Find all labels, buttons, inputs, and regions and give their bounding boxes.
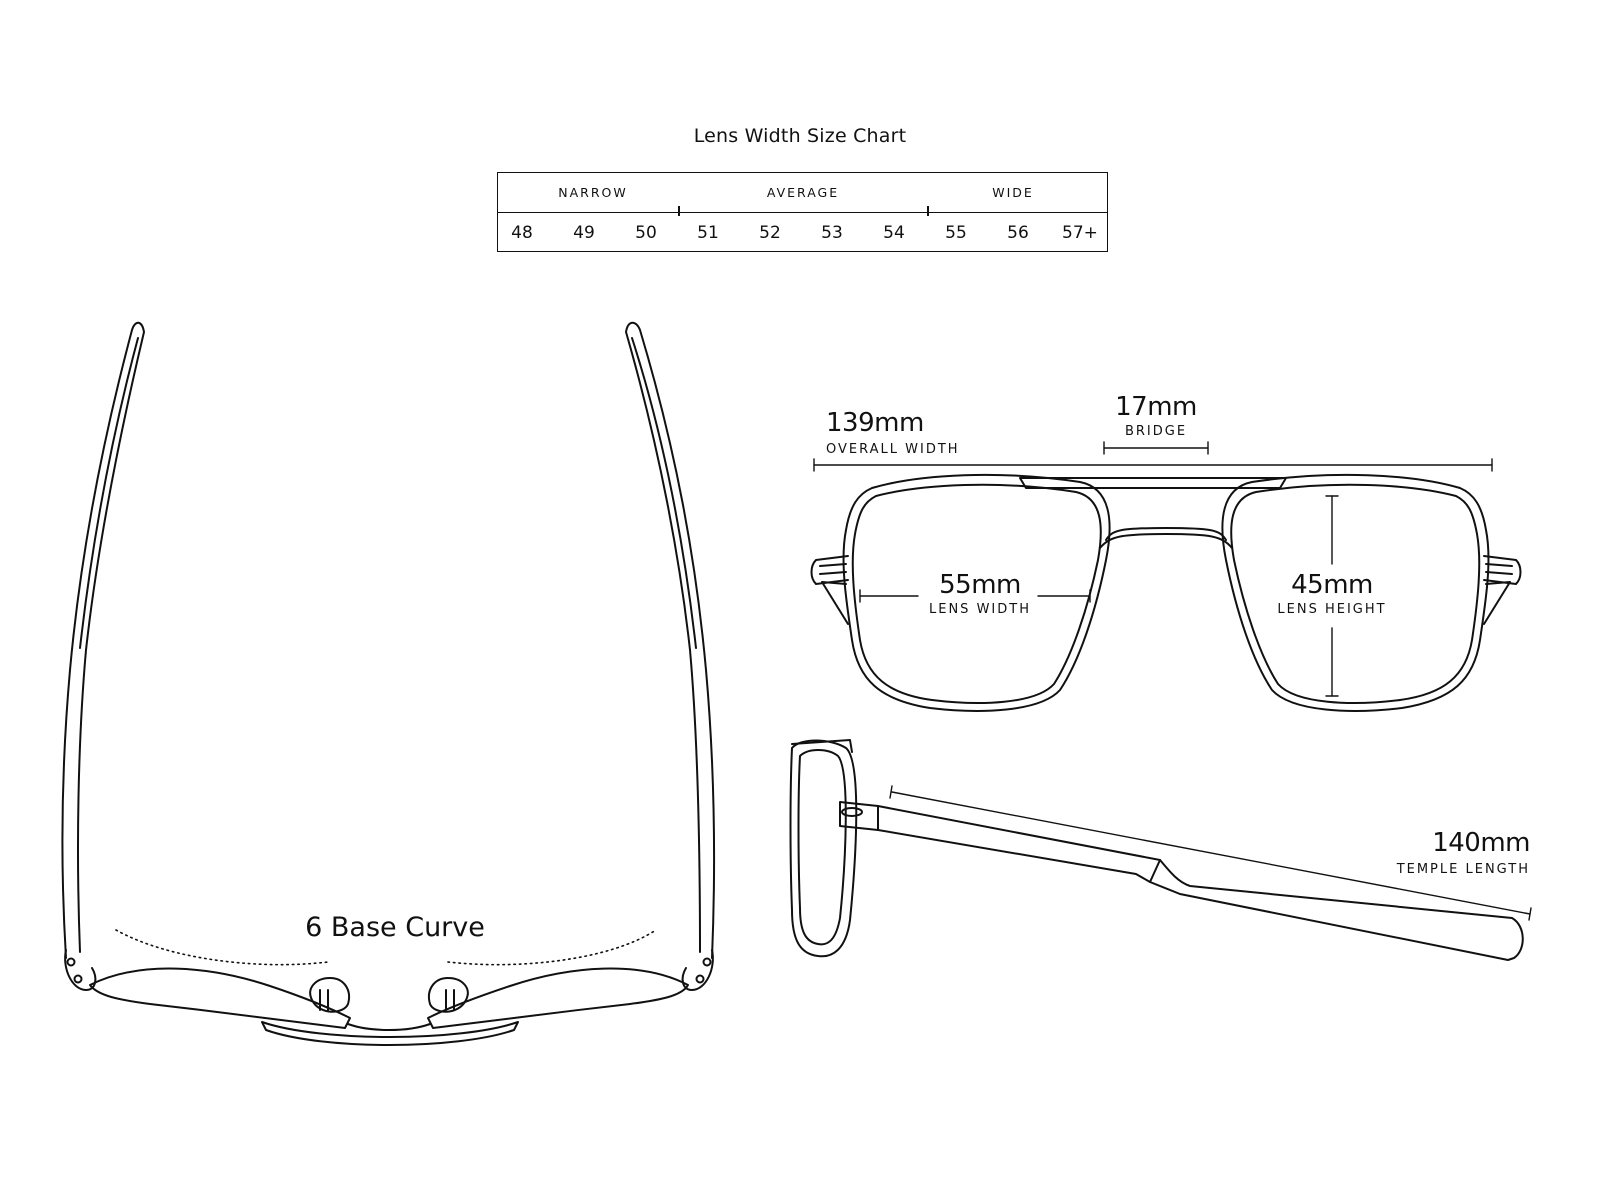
left-nose-pad xyxy=(309,977,350,1013)
category-divider xyxy=(678,206,680,216)
lens-height-value: 45mm xyxy=(1291,570,1373,600)
base-curve-arc-right xyxy=(447,929,657,966)
left-end-piece-lower xyxy=(821,581,849,625)
right-rim-top xyxy=(427,967,689,1029)
category-narrow: NARROW xyxy=(558,185,628,200)
size-chart-table: NARROW AVERAGE WIDE 48 49 50 51 52 53 54… xyxy=(497,172,1108,252)
size-cell: 50 xyxy=(635,223,657,243)
left-hinge-screw xyxy=(73,974,83,984)
bridge-value: 17mm xyxy=(1115,392,1197,422)
temple-length-value: 140mm xyxy=(1432,828,1530,858)
right-hinge-screw xyxy=(702,957,712,967)
side-top-bar xyxy=(791,739,853,753)
right-lens-inner xyxy=(1230,483,1481,704)
bridge-label: BRIDGE xyxy=(1124,424,1188,439)
left-temple-arm xyxy=(61,321,145,959)
base-curve-arc-left xyxy=(115,929,329,966)
right-end-piece-lower xyxy=(1483,581,1511,625)
size-cell: 55 xyxy=(945,223,967,243)
front-bar-top xyxy=(261,1021,519,1046)
temple-length-dim-line xyxy=(891,791,1531,915)
size-cell: 57+ xyxy=(1062,223,1098,243)
left-hinge-screw xyxy=(66,957,76,967)
bridge-inner xyxy=(1099,533,1233,549)
top-view-glasses xyxy=(61,321,715,1046)
right-end-piece xyxy=(1483,555,1522,585)
hinge-rivet xyxy=(841,807,863,817)
size-cell: 49 xyxy=(573,223,595,243)
overall-width-value: 139mm xyxy=(826,408,924,438)
size-chart-header-row: NARROW AVERAGE WIDE xyxy=(498,173,1107,216)
left-temple-inner xyxy=(79,337,139,649)
bridge xyxy=(1105,527,1227,541)
overall-width-label: OVERALL WIDTH xyxy=(826,442,960,457)
lens-width-label: LENS WIDTH xyxy=(929,602,1031,617)
size-cell: 56 xyxy=(1007,223,1029,243)
size-cell: 54 xyxy=(883,223,905,243)
size-cell: 51 xyxy=(697,223,719,243)
category-wide: WIDE xyxy=(992,185,1034,200)
right-temple-arm xyxy=(625,321,715,959)
side-lens-inner xyxy=(797,749,847,946)
side-lens-outer xyxy=(789,739,858,958)
size-cell: 53 xyxy=(821,223,843,243)
bridge-top xyxy=(347,1023,431,1031)
category-divider xyxy=(927,206,929,216)
right-nose-pad xyxy=(428,977,469,1013)
category-average: AVERAGE xyxy=(766,185,840,200)
left-rim-top xyxy=(89,967,351,1029)
temple-length-label: TEMPLE LENGTH xyxy=(1396,862,1530,877)
left-lens-inner xyxy=(851,483,1102,704)
right-hinge-screw xyxy=(695,974,705,984)
right-temple-inner xyxy=(631,337,697,649)
base-curve-label: 6 Base Curve xyxy=(305,912,485,943)
size-chart-title: Lens Width Size Chart xyxy=(693,125,907,147)
lens-height-label: LENS HEIGHT xyxy=(1277,602,1387,617)
left-hinge xyxy=(64,949,97,991)
front-view-glasses xyxy=(810,441,1522,712)
right-hinge xyxy=(681,949,714,991)
lens-width-value: 55mm xyxy=(939,570,1021,600)
side-view-glasses xyxy=(789,739,1532,961)
temple-arm xyxy=(839,801,1524,961)
left-end-piece xyxy=(810,555,849,585)
size-cell: 48 xyxy=(511,223,533,243)
size-cell: 52 xyxy=(759,223,781,243)
